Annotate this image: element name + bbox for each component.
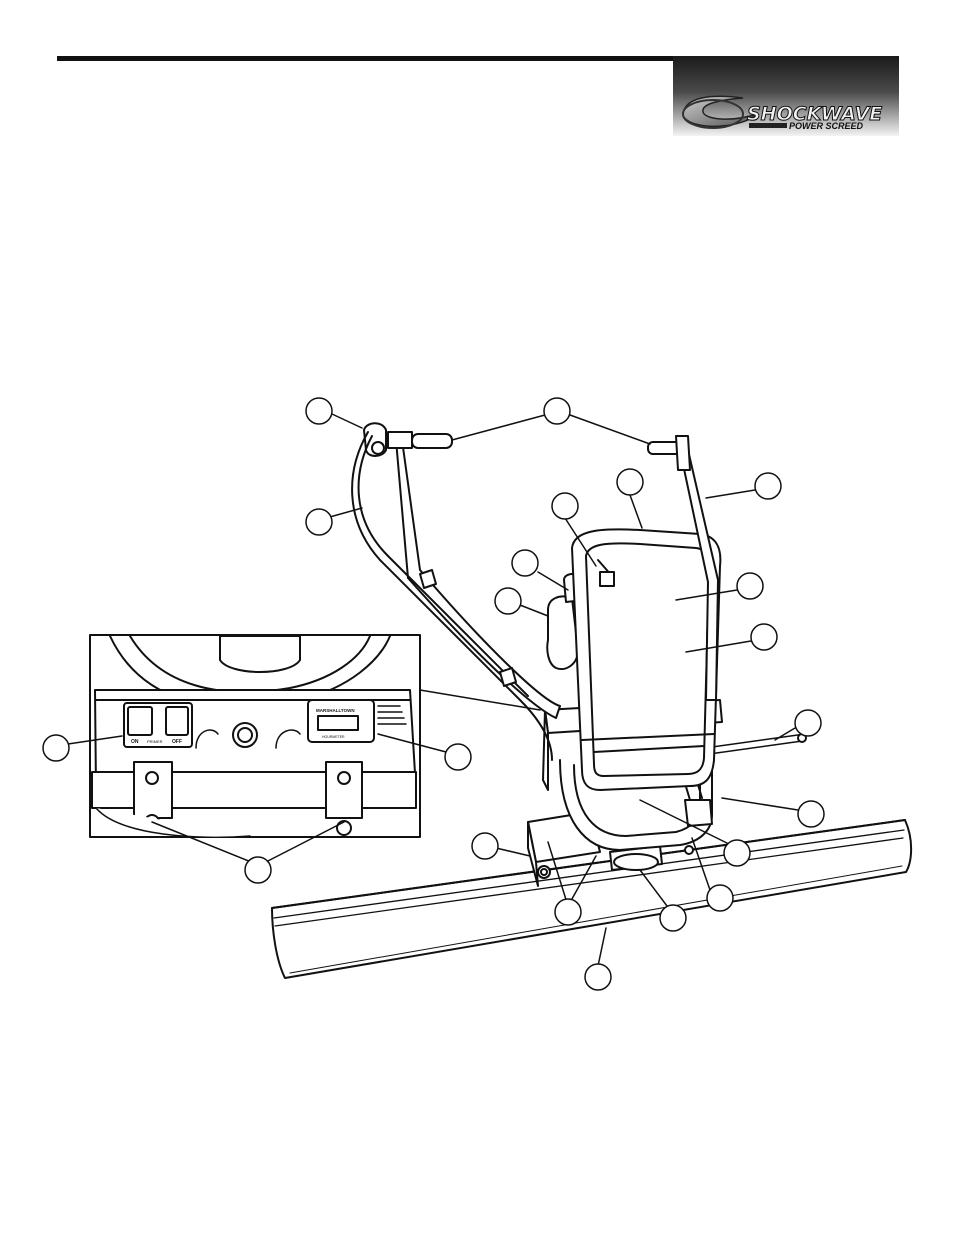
- callout-marker: [495, 588, 521, 614]
- callout-marker: [512, 550, 538, 576]
- engine-frame: [543, 529, 806, 850]
- callout-marker: [555, 899, 581, 925]
- callout-marker: [245, 857, 271, 883]
- callout-marker: [472, 833, 498, 859]
- callout-marker: [552, 493, 578, 519]
- callout-marker: [306, 509, 332, 535]
- callout-marker: [617, 469, 643, 495]
- switch-on-label: ON: [131, 739, 139, 745]
- switch-primer-label: PRIMER: [147, 739, 163, 744]
- callout-marker: [755, 473, 781, 499]
- callout-marker: [798, 801, 824, 827]
- meter-brand-label: MARSHALLTOWN: [316, 708, 355, 713]
- callout-marker: [737, 573, 763, 599]
- callout-marker: [445, 744, 471, 770]
- callout-marker: [660, 905, 686, 931]
- callout-marker: [306, 398, 332, 424]
- callout-marker: [795, 710, 821, 736]
- callout-marker: [43, 735, 69, 761]
- callout-marker: [707, 885, 733, 911]
- switch-off-label: OFF: [172, 739, 182, 745]
- callout-marker: [751, 624, 777, 650]
- callout-marker: [544, 398, 570, 424]
- meter-sub-label: HOURMETER: [322, 735, 345, 739]
- callout-marker: [724, 840, 750, 866]
- inset-detail: ON PRIMER OFF MARSHALLTOWN HOURMETER: [90, 635, 420, 837]
- callout-marker: [585, 964, 611, 990]
